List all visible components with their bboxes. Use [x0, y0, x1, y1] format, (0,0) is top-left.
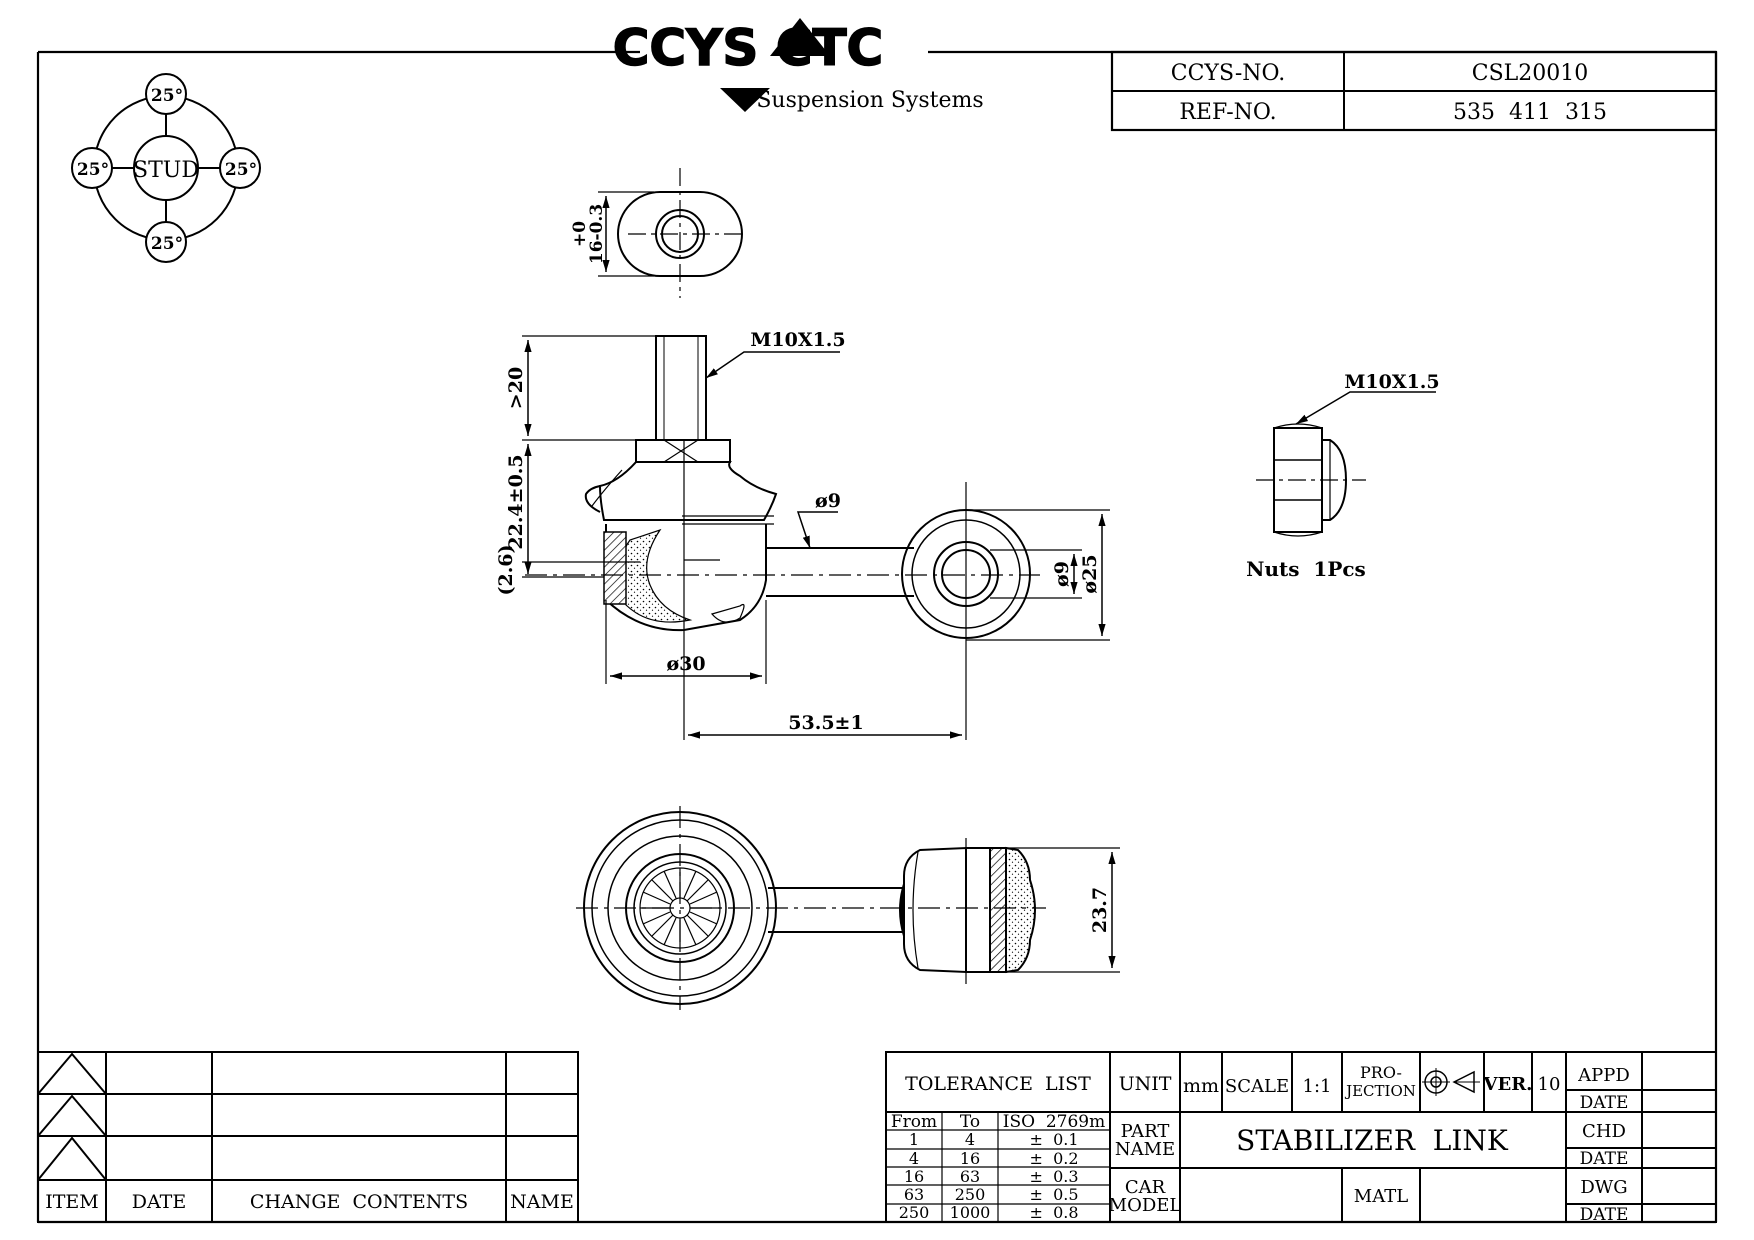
tol-row-to: 16	[960, 1149, 980, 1168]
dim-stud-length: >20	[505, 367, 527, 409]
dim-rod-dia: ø9	[815, 490, 841, 512]
dwg-date-label: DATE	[1580, 1205, 1629, 1225]
front-view-link	[522, 335, 1110, 740]
stud-angle-top: 25°	[151, 86, 183, 106]
chd-date-label: DATE	[1580, 1149, 1629, 1169]
stud-angle-diagram	[71, 73, 261, 263]
tol-row-to: 63	[960, 1167, 980, 1186]
dim-thread-stud: M10X1.5	[750, 329, 845, 351]
ver-value: 10	[1538, 1074, 1561, 1095]
dwg-label: DWG	[1580, 1177, 1627, 1198]
stud-angle-bottom: 25°	[151, 234, 183, 254]
dim-eye-outer-dia: ø25	[1079, 554, 1101, 593]
appd-date-label: DATE	[1580, 1093, 1629, 1113]
nut-note: Nuts 1Pcs	[1246, 557, 1366, 581]
tol-row-from: 63	[904, 1185, 924, 1204]
scale-label: SCALE	[1225, 1076, 1289, 1097]
chd-label: CHD	[1582, 1121, 1626, 1142]
dim-offset: (2.6)	[495, 544, 517, 595]
part-name-value: STABILIZER LINK	[1236, 1124, 1509, 1157]
unit-value: mm	[1183, 1075, 1219, 1097]
nut-thread: M10X1.5	[1344, 371, 1439, 393]
dim-height: 22.4±0.5	[505, 454, 527, 549]
ccys-ref-block: CCYS-NO. CSL20010 REF-NO. 535 411 315	[1110, 50, 1718, 132]
drawing-border	[36, 50, 1718, 1224]
ref-no-label: REF-NO.	[1179, 100, 1276, 125]
car-model-label-line1: CAR	[1125, 1177, 1166, 1198]
tol-row-value: ± 0.5	[1029, 1185, 1078, 1204]
part-name-label-line2: NAME	[1115, 1139, 1175, 1160]
tol-row-value: ± 0.2	[1029, 1149, 1078, 1168]
nut-drawing	[1256, 391, 1436, 537]
tol-header-to: To	[960, 1112, 980, 1132]
stud-label: STUD	[133, 158, 199, 183]
ccys-no-label: CCYS-NO.	[1171, 61, 1286, 86]
car-model-label-line2: MODEL	[1109, 1195, 1182, 1216]
projection-label-line2: JECTION	[1344, 1082, 1416, 1100]
rev-header-change: CHANGE CONTENTS	[250, 1191, 468, 1213]
dim-center-distance: 53.5±1	[788, 712, 863, 734]
tol-row-to: 1000	[950, 1203, 991, 1222]
ref-no-value: 535 411 315	[1453, 100, 1607, 125]
dim-eye-inner-dia: ø9	[1051, 561, 1073, 587]
tol-row-from: 16	[904, 1167, 924, 1186]
tol-row-from: 4	[909, 1149, 919, 1168]
rev-header-date: DATE	[132, 1191, 186, 1213]
title-block	[885, 1051, 1717, 1223]
tol-row-value: ± 0.1	[1029, 1130, 1078, 1149]
logo-brand: CCYS CTC	[613, 19, 884, 77]
revision-table	[37, 1051, 579, 1223]
stud-angle-right: 25°	[225, 160, 257, 180]
dim-ball-dia: ø30	[666, 653, 705, 675]
logo-tagline: Suspension Systems	[756, 88, 983, 113]
tol-row-to: 4	[965, 1130, 975, 1149]
tol-header-iso: ISO 2769m	[1003, 1112, 1106, 1132]
company-logo: CCYS CTC Suspension Systems	[612, 18, 984, 113]
scale-value: 1:1	[1303, 1076, 1332, 1097]
matl-label: MATL	[1354, 1186, 1408, 1207]
projection-label-line1: PRO-	[1360, 1063, 1402, 1082]
unit-label: UNIT	[1119, 1073, 1172, 1095]
tol-header-from: From	[891, 1112, 937, 1132]
ver-label: VER.	[1483, 1074, 1533, 1095]
tol-row-from: 1	[909, 1130, 919, 1149]
tol-row-to: 250	[955, 1185, 986, 1204]
rev-header-item: ITEM	[45, 1191, 99, 1213]
dim-top-view-tol: +0	[570, 221, 590, 247]
stud-angle-left: 25°	[77, 160, 109, 180]
top-view-washer	[598, 168, 744, 298]
side-view-link	[576, 806, 1120, 1010]
tol-row-value: ± 0.8	[1029, 1203, 1078, 1222]
tolerance-title: TOLERANCE LIST	[905, 1073, 1091, 1095]
dim-top-view: 16-0.3	[587, 204, 607, 264]
rev-header-name: NAME	[510, 1191, 574, 1213]
ccys-no-value: CSL20010	[1472, 61, 1589, 86]
tol-row-from: 250	[899, 1203, 930, 1222]
part-name-label-line1: PART	[1121, 1121, 1170, 1142]
dim-eye-width: 23.7	[1089, 887, 1111, 933]
appd-label: APPD	[1577, 1065, 1630, 1086]
tol-row-value: ± 0.3	[1029, 1167, 1078, 1186]
